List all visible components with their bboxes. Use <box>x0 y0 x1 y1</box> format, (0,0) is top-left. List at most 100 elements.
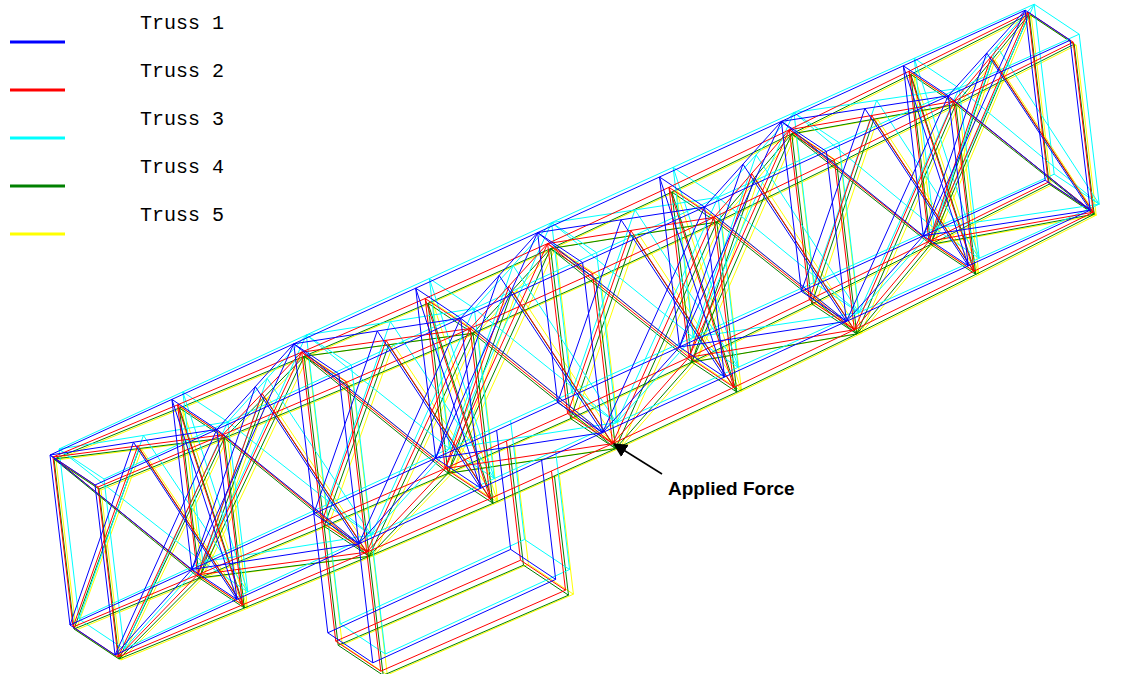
truss-member <box>954 42 1073 101</box>
truss-member <box>118 575 198 657</box>
truss-member <box>322 340 386 522</box>
truss-member <box>909 12 1028 71</box>
truss-member <box>217 429 237 599</box>
truss-member <box>734 330 854 388</box>
truss-member <box>809 300 854 330</box>
truss-member <box>124 562 203 649</box>
truss-member <box>613 217 714 443</box>
truss-member <box>613 357 689 443</box>
truss-member <box>1073 42 1093 212</box>
truss-member <box>461 318 481 488</box>
truss-member <box>794 58 914 112</box>
legend-swatch <box>10 41 65 44</box>
truss-member <box>551 249 692 362</box>
truss-member <box>172 399 192 569</box>
truss-member <box>79 435 143 619</box>
truss-member <box>121 578 202 660</box>
truss-member <box>59 392 183 449</box>
truss-member <box>954 101 974 271</box>
truss-member <box>914 58 959 88</box>
truss-wireframe <box>50 10 1090 663</box>
truss-member <box>336 641 381 671</box>
truss-member <box>693 113 794 338</box>
truss-member <box>1045 180 1090 210</box>
legend-swatch <box>10 233 65 236</box>
truss-member <box>359 544 373 663</box>
truss-member <box>781 121 923 235</box>
truss-member <box>583 263 603 433</box>
truss-member <box>498 448 621 503</box>
truss-member <box>178 352 302 405</box>
truss-member <box>385 569 569 653</box>
truss-member <box>70 442 133 625</box>
truss-member <box>714 217 854 329</box>
truss-member <box>511 549 556 579</box>
truss-member <box>660 177 705 207</box>
truss-member <box>509 446 523 565</box>
truss-member <box>470 244 547 329</box>
truss-member <box>714 160 834 218</box>
truss-member <box>178 405 198 575</box>
truss-member <box>223 435 243 605</box>
legend-swatch <box>10 185 65 188</box>
legend-label: Truss 5 <box>140 204 224 228</box>
truss-member <box>416 288 481 488</box>
truss-member <box>79 562 203 619</box>
truss-member <box>689 130 789 358</box>
truss-member <box>801 109 864 292</box>
truss-member <box>558 347 680 403</box>
truss-member <box>490 444 612 499</box>
truss-member <box>812 244 931 303</box>
truss-member <box>322 522 367 552</box>
truss-member <box>976 214 1094 274</box>
truss-member <box>359 458 436 544</box>
truss-member <box>121 438 227 660</box>
truss-member <box>237 544 359 600</box>
truss-member <box>115 599 237 655</box>
truss-member <box>923 210 1090 236</box>
truss-member <box>436 233 538 459</box>
truss-member <box>548 244 568 414</box>
truss-member <box>73 446 138 627</box>
truss-member <box>179 356 304 408</box>
truss-member <box>192 514 314 570</box>
truss-member <box>846 266 968 322</box>
truss-member <box>314 514 328 633</box>
truss-member <box>621 391 742 447</box>
truss-member <box>1028 12 1048 182</box>
truss-member <box>56 460 76 630</box>
truss-member <box>192 569 237 599</box>
truss-member <box>789 101 954 130</box>
truss-wireframe <box>53 12 1093 671</box>
legend-swatch <box>10 89 65 92</box>
truss-member <box>854 241 929 330</box>
truss-member <box>680 291 802 347</box>
truss-member <box>294 288 416 344</box>
truss-member <box>373 332 478 555</box>
truss-member <box>861 105 959 334</box>
truss-member <box>98 487 118 657</box>
truss-member <box>814 228 934 282</box>
truss-member <box>1025 10 1070 40</box>
truss-member <box>597 253 617 423</box>
truss-wireframe <box>56 15 1096 674</box>
truss-member <box>172 399 217 429</box>
truss-member <box>359 488 481 544</box>
truss-member <box>306 335 351 365</box>
truss-member <box>1070 40 1090 210</box>
truss-member <box>725 321 847 377</box>
truss-member <box>923 53 986 236</box>
truss-member <box>801 236 923 292</box>
truss-member <box>203 335 307 562</box>
truss-member <box>854 271 974 330</box>
truss-member <box>552 471 566 590</box>
truss-member <box>789 130 834 160</box>
truss-member <box>101 490 121 660</box>
truss-member <box>680 164 743 347</box>
truss-member <box>118 435 223 657</box>
truss-member <box>538 233 583 263</box>
truss-member <box>680 121 782 347</box>
truss-member <box>660 121 782 177</box>
